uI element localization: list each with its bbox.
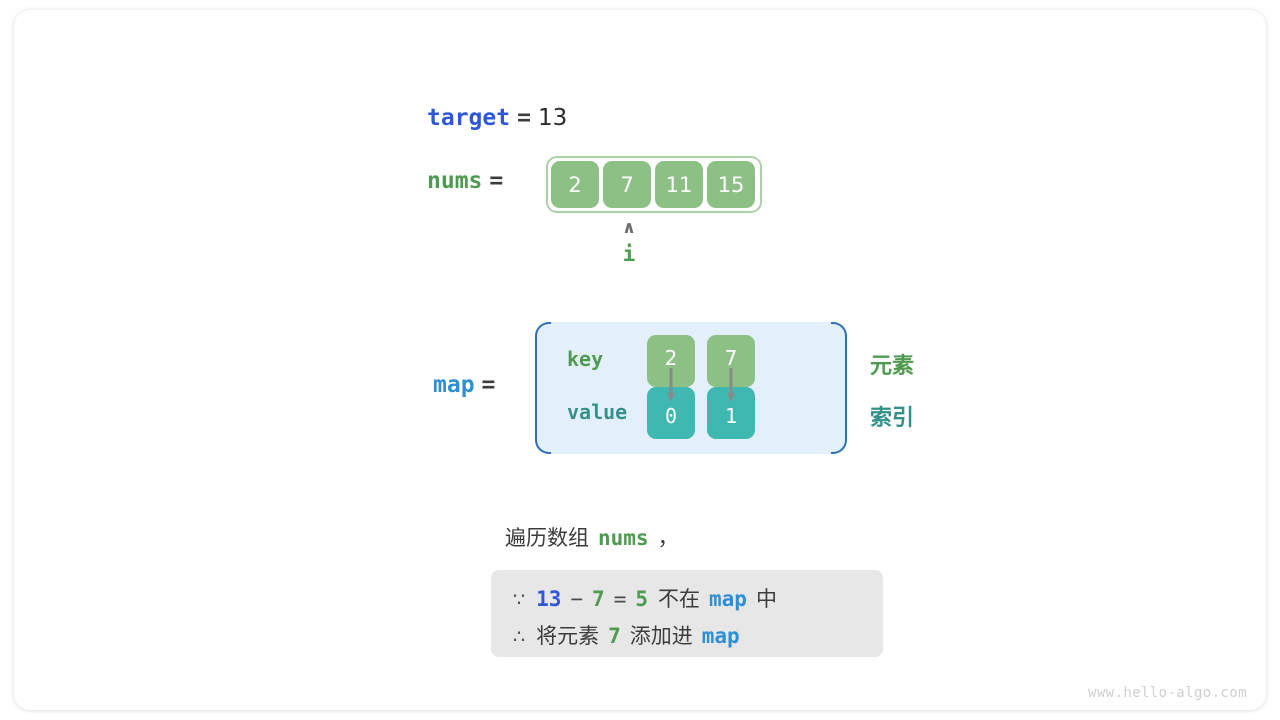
therefore-symbol: ∴ [513,626,526,648]
explanation-line-2: ∴ 将元素 7 添加进 map [513,620,740,650]
equals-operator: = [613,587,627,611]
target-equals-sign: = [517,105,531,131]
nums-cell: 2 [551,161,599,208]
caption-suffix: ， [657,526,679,550]
add-element-text: 将元素 [536,624,600,648]
target-row: target = 13 [427,102,567,134]
map-side-label-element: 元素 [870,354,915,379]
watermark: www.hello-algo.com [1088,685,1247,701]
explanation-line-1: ∵ 13 − 7 = 5 不在 map 中 [513,583,777,613]
map-variable-label: map [433,372,475,398]
map-container-right-bracket [831,322,847,454]
nums-variable-label: nums [427,168,483,194]
map-row-label: map = [433,372,502,398]
nums-cell: 11 [655,161,703,208]
map-entry: 2 0 [647,335,695,439]
map-entry: 7 1 [707,335,755,439]
pointer-caret-icon: ∧ [622,218,636,238]
nums-array-cells: 2 7 11 15 [551,161,755,208]
nums-cell: 7 [603,161,651,208]
caption-prefix: 遍历数组 [505,526,589,550]
map-mapping-arrow-icon [727,368,735,402]
nums-equals-sign: = [489,168,504,194]
in-text: 中 [755,587,777,611]
minus-operator: − [570,587,584,611]
not-in-text: 不在 [658,587,701,611]
pointer-index-label: i [622,242,636,266]
map-entry-cells: 2 0 7 1 [647,335,755,439]
nums-row-label: nums = [427,168,510,194]
target-variable-label: target [427,105,511,131]
map-side-labels: 元素 索引 [870,346,914,434]
operation-result: 5 [635,587,649,611]
map-side-label-index: 索引 [870,406,915,431]
explanation-box: ∵ 13 − 7 = 5 不在 map 中 ∴ 将元素 7 添加进 [491,570,883,657]
map-reference: map [709,587,747,611]
caption-code-ref: nums [598,526,649,550]
map-value-row-label: value [567,400,628,424]
because-symbol: ∵ [513,589,526,611]
diagram-card: target = 13 nums = 2 7 11 15 ∧ i map = k… [14,10,1266,710]
nums-cell: 15 [707,161,755,208]
target-value: 13 [537,105,568,131]
operand-b: 7 [592,587,605,611]
map-container-left-bracket [535,322,551,454]
caption-line: 遍历数组 nums ， [505,522,679,552]
add-into-text: 添加进 [629,624,693,648]
map-key-row-label: key [567,347,604,371]
map-equals-sign: = [481,372,496,398]
map-row-labels: key value [567,340,627,431]
nums-array-frame [546,156,762,213]
operand-a: 13 [536,587,562,611]
map-mapping-arrow-icon [667,368,675,402]
added-element-value: 7 [608,624,621,648]
map-reference: map [701,624,740,648]
